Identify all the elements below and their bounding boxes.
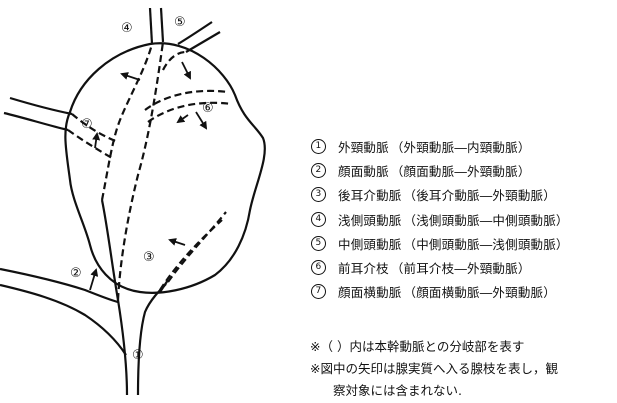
transverse-facial-lower-edge xyxy=(3,111,69,132)
note-arrow-meaning-cont: 察対象には含まれない. xyxy=(333,383,462,398)
facial-artery-upper-edge xyxy=(0,267,119,304)
label-5: ⑤ xyxy=(174,15,186,30)
gland-branch-arrow xyxy=(168,238,186,246)
gland-branch-arrow xyxy=(92,132,101,149)
gland-branch-arrow xyxy=(195,111,208,130)
legend-branch: （前耳介枝―外頸動脈） xyxy=(390,261,531,277)
dashed-trunk-left xyxy=(100,43,154,201)
note-branch-point: ※（ ）内は本幹動脈との分岐部を表す xyxy=(310,339,525,354)
facial-artery-lower-edge xyxy=(0,283,127,356)
legend-item: 7 顔面横動脈 （顔面横動脈―外頸動脈） xyxy=(311,280,611,304)
dashed-posterior-auricular-2 xyxy=(167,211,227,283)
label-4: ④ xyxy=(121,21,133,36)
gland-branch-arrow xyxy=(120,72,141,81)
legend-item: 2 顔面動脈 （顔面動脈―外頸動脈） xyxy=(311,158,611,182)
legend-item: 4 浅側頭動脈 （浅側頭動脈―中側頭動脈） xyxy=(311,207,611,231)
label-1: ① xyxy=(132,348,144,363)
gland-branch-arrow xyxy=(176,114,189,124)
legend-name: 中側頭動脈 xyxy=(338,236,402,252)
legend-item: 3 後耳介動脈 （後耳介動脈―外頸動脈） xyxy=(311,183,611,207)
legend-item: 6 前耳介枝 （前耳介枝―外頸動脈） xyxy=(311,255,611,279)
middle-temporal-lower xyxy=(185,31,221,53)
artery-trunk-right-edge xyxy=(136,283,167,396)
legend-branch: （後耳介動脈―外頸動脈） xyxy=(403,188,556,204)
label-2: ② xyxy=(70,266,82,281)
dashed-anterior-auricular-upper xyxy=(144,89,229,111)
legend-item: 5 中側頭動脈 （中側頭動脈―浅側頭動脈） xyxy=(311,231,611,255)
legend-name: 顔面動脈 xyxy=(338,163,389,179)
dashed-trunk-right xyxy=(116,41,165,301)
note-arrow-meaning: ※図中の矢印は腺実質へ入る腺枝を表し，観 xyxy=(310,361,558,376)
legend-branch: （浅側頭動脈―中側頭動脈） xyxy=(403,212,569,228)
label-3: ③ xyxy=(143,250,155,265)
legend-branch: （顔面横動脈―外頸動脈） xyxy=(403,285,556,301)
dashed-anterior-auricular-lower xyxy=(147,101,233,123)
legend-branch: （顔面動脈―外頸動脈） xyxy=(390,163,531,179)
gland-branch-arrow xyxy=(181,61,191,80)
legend-name: 顔面横動脈 xyxy=(338,285,402,301)
legend-item: 1 外頸動脈 （外頸動脈―内頸動脈） xyxy=(311,134,611,158)
legend-number: 4 xyxy=(311,211,326,227)
legend-number: 5 xyxy=(311,235,326,251)
legend-number: 2 xyxy=(311,162,326,178)
legend-name: 前耳介枝 xyxy=(338,261,389,277)
artery-legend: 1 外頸動脈 （外頸動脈―内頸動脈） 2 顔面動脈 （顔面動脈―外頸動脈） 3 … xyxy=(311,134,611,304)
legend-name: 後耳介動脈 xyxy=(338,188,402,204)
transverse-facial-upper-edge xyxy=(9,96,73,116)
legend-branch: （外頸動脈―内頸動脈） xyxy=(390,139,531,155)
dashed-middle-temporal xyxy=(162,50,187,71)
gland-outline xyxy=(64,42,266,294)
legend-name: 浅側頭動脈 xyxy=(338,212,402,228)
footnotes: ※（ ）内は本幹動脈との分岐部を表す ※図中の矢印は腺実質へ入る腺枝を表し，観 … xyxy=(310,336,615,402)
dashed-posterior-auricular-1 xyxy=(159,219,223,291)
dashed-transverse-facial-upper xyxy=(71,113,119,144)
legend-number: 7 xyxy=(311,284,326,300)
superficial-temporal-left xyxy=(148,7,154,45)
legend-number: 6 xyxy=(311,260,326,276)
dashed-transverse-facial-lower xyxy=(67,129,113,159)
legend-number: 1 xyxy=(311,138,326,154)
posterior-branch-stub xyxy=(159,279,169,293)
middle-temporal-upper xyxy=(177,21,213,45)
label-7: ⑦ xyxy=(81,117,93,132)
label-6: ⑥ xyxy=(202,101,214,116)
legend-name: 外頸動脈 xyxy=(338,139,389,155)
gland-branch-arrow xyxy=(89,268,99,291)
superficial-temporal-right xyxy=(159,7,165,43)
legend-branch: （中側頭動脈―浅側頭動脈） xyxy=(403,236,569,252)
legend-number: 3 xyxy=(311,187,326,203)
